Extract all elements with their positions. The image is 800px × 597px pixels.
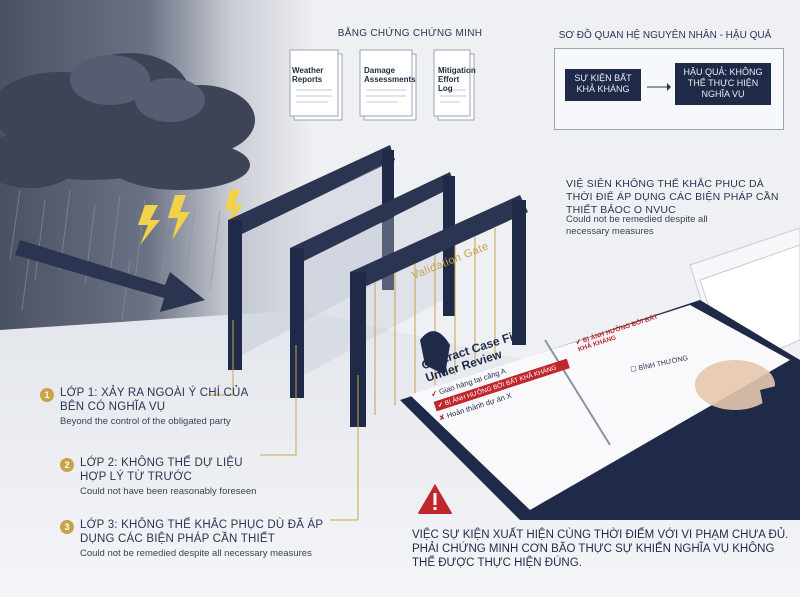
note-en: Could not be remedied despite all necess… (566, 214, 708, 237)
causal-title: SƠ ĐỒ QUAN HỆ NGUYÊN NHÂN - HẬU QUẢ (558, 30, 772, 41)
note-vi: VIỆ SIÊN KHÔNG THỂ KHẮC PHỤC DÀ THỜI ĐIỂ… (566, 178, 779, 216)
doc-damage-assessments: Damage Assessments (364, 66, 416, 84)
arrow-right-icon (647, 79, 671, 91)
layer-1-subtitle: Beyond the control of the obligated part… (60, 416, 231, 427)
warning-text: VIỆC SỰ KIỆN XUẤT HIỆN CÙNG THỜI ĐIỂM VỚ… (412, 529, 789, 569)
evidence-docs: Weather Reports Damage Assessments Mitig… (288, 40, 476, 128)
layer-2-number: 2 (60, 458, 74, 472)
layer-2-title: LỚP 2: KHÔNG THỂ DỰ LIỆU HỢP LÝ TỪ TRƯỚC (80, 457, 243, 483)
effect-node: HẬU QUẢ: KHÔNG THỂ THỰC HIỆN NGHĨA VỤ (675, 63, 771, 105)
layer-3-subtitle: Could not be remedied despite all necess… (80, 548, 312, 559)
causal-diagram: SỰ KIỆN BẤT KHẢ KHÁNG HẬU QUẢ: KHÔNG THỂ… (554, 48, 784, 130)
layer-2-subtitle: Could not have been reasonably foreseen (80, 486, 257, 497)
layer-3-title: LỚP 3: KHÔNG THỂ KHẮC PHỤC DÙ ĐÃ ÁP DỤNG… (80, 519, 324, 545)
checkbox-icon: ☐ (630, 365, 638, 375)
doc-weather-reports: Weather Reports (292, 66, 324, 84)
layer-3-number: 3 (60, 520, 74, 534)
cause-node: SỰ KIỆN BẤT KHẢ KHÁNG (565, 69, 641, 101)
layer-1-number: 1 (40, 388, 54, 402)
document-stack-icons (289, 49, 475, 121)
evidence-title: BẰNG CHỨNG CHỨNG MINH (337, 28, 483, 39)
warning-icon (416, 482, 454, 516)
layer-1-title: LỚP 1: XẢY RA NGOÀI Ý CHÍ CỦA BÊN CÓ NGH… (60, 387, 248, 413)
doc-mitigation-log: Mitigation Effort Log (438, 66, 476, 93)
